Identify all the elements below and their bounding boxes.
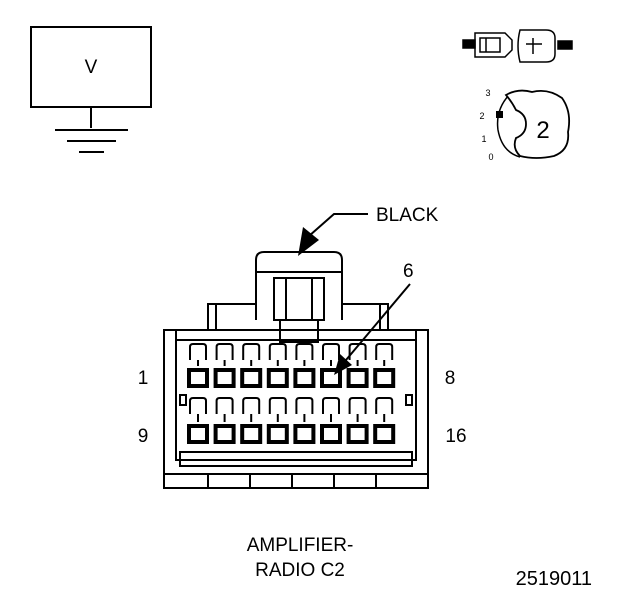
terminal-cavities [187,343,396,444]
meter-label: V [85,57,98,78]
cavity-13 [293,397,316,444]
cavity-3 [240,343,263,388]
pin-label-8: 8 [445,368,456,389]
wire-color-callout [298,213,368,256]
cavity-14 [320,397,342,444]
cavity-7 [346,343,369,388]
dial-number: 2 [536,117,549,144]
caption-line-2: RADIO C2 [255,560,345,581]
cavity-2 [213,343,236,388]
wire-color-label: BLACK [376,205,439,226]
dial-scale-1: 1 [481,134,486,144]
pin-callout-label: 6 [403,261,414,282]
dial-scale-0: 0 [488,152,493,162]
pin-callout [334,283,411,375]
dial-scale-3: 3 [485,88,490,98]
cavity-16 [373,397,396,444]
cavity-15 [346,397,369,444]
connector-body [163,251,429,489]
caption-line-1: AMPLIFIER- [247,535,354,556]
cavity-5 [293,343,316,388]
cavity-9 [187,397,209,444]
cavity-12 [266,397,289,444]
figure-id: 2519011 [516,568,592,590]
dial-icon [496,89,571,159]
pin-label-1: 1 [138,368,149,389]
dial-scale-2: 2 [479,111,484,121]
pin-label-16: 16 [445,426,466,447]
voltmeter-icon [30,26,152,153]
cavity-4 [266,343,289,388]
cavity-10 [213,397,236,444]
pin-label-9: 9 [138,426,149,447]
cavity-1 [187,343,209,388]
cavity-8 [373,343,396,388]
probe-connector-icon [462,29,573,63]
cavity-11 [240,397,263,444]
